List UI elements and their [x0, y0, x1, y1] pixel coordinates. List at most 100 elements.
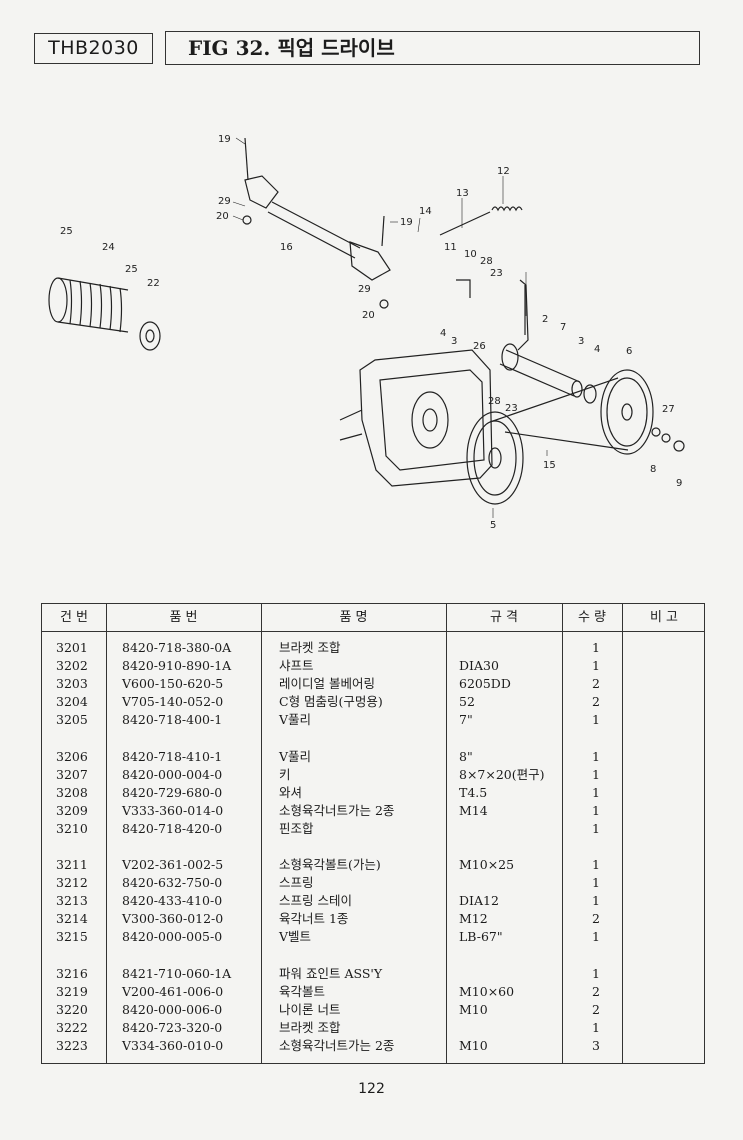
part-qty: 1: [592, 802, 600, 818]
item-number: 3222: [56, 1019, 88, 1035]
part-name: 브라켓 조합: [279, 1019, 341, 1035]
part-number: 8420-000-006-0: [122, 1001, 223, 1017]
callout: 16: [280, 242, 293, 253]
part-qty: 2: [592, 676, 600, 691]
part-qty: 1: [592, 658, 600, 673]
page-number: 122: [358, 1081, 385, 1097]
pulley-5-drawing: [466, 411, 524, 505]
bracket-drawing: [456, 279, 529, 351]
callout: 14: [419, 206, 432, 217]
part-qty: 1: [592, 748, 600, 764]
item-number: 3219: [56, 983, 88, 999]
part-qty: 1: [592, 640, 600, 655]
callout: 25: [125, 264, 138, 275]
model-label: THB2030: [34, 33, 153, 64]
pulley-shaft-drawing: [499, 343, 597, 404]
callout: 12: [497, 166, 510, 177]
item-number: 3210: [56, 820, 88, 836]
part-spec: 52: [459, 694, 475, 709]
part-number: 8420-718-410-1: [122, 748, 223, 764]
part-qty: 2: [592, 694, 600, 709]
item-number: 3216: [56, 965, 88, 981]
callout: 19: [400, 217, 413, 228]
part-name: 파워 죠인트 ASS'Y: [279, 965, 383, 981]
callout: 8: [650, 464, 656, 475]
part-spec: 6205DD: [459, 676, 511, 691]
callout: 20: [362, 310, 375, 321]
part-number: 8420-632-750-0: [122, 875, 223, 890]
exploded-parts-diagram: 19 29 20 16 25 24 25 22 14 19 13 12 11 1…: [48, 134, 685, 531]
part-qty: 1: [592, 929, 600, 944]
part-number: 8420-718-420-0: [122, 820, 223, 836]
part-name: 샤프트: [279, 658, 314, 673]
callout: 28: [480, 256, 493, 267]
callout: 19: [218, 134, 231, 145]
part-qty: 1: [592, 857, 600, 872]
item-number: 3202: [56, 658, 88, 673]
callout: 6: [626, 346, 632, 357]
header-spec: 규 격: [489, 610, 519, 625]
header-part-number: 품 번: [169, 610, 198, 625]
item-number: 3207: [56, 766, 88, 782]
part-number: 8420-433-410-0: [122, 893, 223, 908]
header-name: 품 명: [339, 610, 368, 625]
item-number: 3208: [56, 784, 88, 800]
spring-drawing: [439, 206, 523, 236]
part-spec: M12: [459, 911, 488, 926]
header-remarks: 비 고: [649, 610, 679, 625]
callout: 3: [578, 336, 584, 347]
item-number: 3215: [56, 929, 88, 944]
callout: 23: [490, 268, 503, 279]
part-spec: M14: [459, 802, 488, 818]
part-spec: M10×60: [459, 983, 515, 999]
part-number: 8420-718-380-0A: [122, 640, 232, 655]
part-spec: LB-67": [459, 929, 503, 944]
part-qty: 3: [592, 1037, 600, 1053]
callout: 9: [676, 478, 682, 489]
callout: 4: [440, 328, 446, 339]
part-name: 와셔: [279, 784, 303, 800]
part-qty: 1: [592, 712, 600, 727]
item-number: 3214: [56, 911, 88, 926]
part-qty: 1: [592, 766, 600, 782]
gearbox-housing-drawing: [339, 349, 493, 487]
part-name: V풀리: [279, 712, 312, 727]
item-number: 3203: [56, 676, 88, 691]
callout: 3: [451, 336, 457, 347]
part-number: 8420-723-320-0: [122, 1019, 223, 1035]
callout: 5: [490, 520, 496, 531]
part-name: 나이론 너트: [279, 1001, 341, 1017]
callout: 28: [488, 396, 501, 407]
part-name: 육각볼트: [279, 983, 326, 999]
part-qty: 2: [592, 1001, 600, 1017]
part-spec: 8": [459, 748, 473, 764]
item-number: 3220: [56, 1001, 88, 1017]
callout: 15: [543, 460, 556, 471]
part-qty: 2: [592, 911, 600, 926]
part-spec: 8×7×20(편구): [459, 766, 545, 782]
part-number: 8420-910-890-1A: [122, 658, 232, 673]
part-qty: 1: [592, 875, 600, 890]
part-number: V200-461-006-0: [122, 983, 224, 999]
callout: 29: [218, 196, 231, 207]
part-name: V풀리: [279, 748, 312, 764]
part-name: 브라켓 조합: [279, 640, 341, 655]
